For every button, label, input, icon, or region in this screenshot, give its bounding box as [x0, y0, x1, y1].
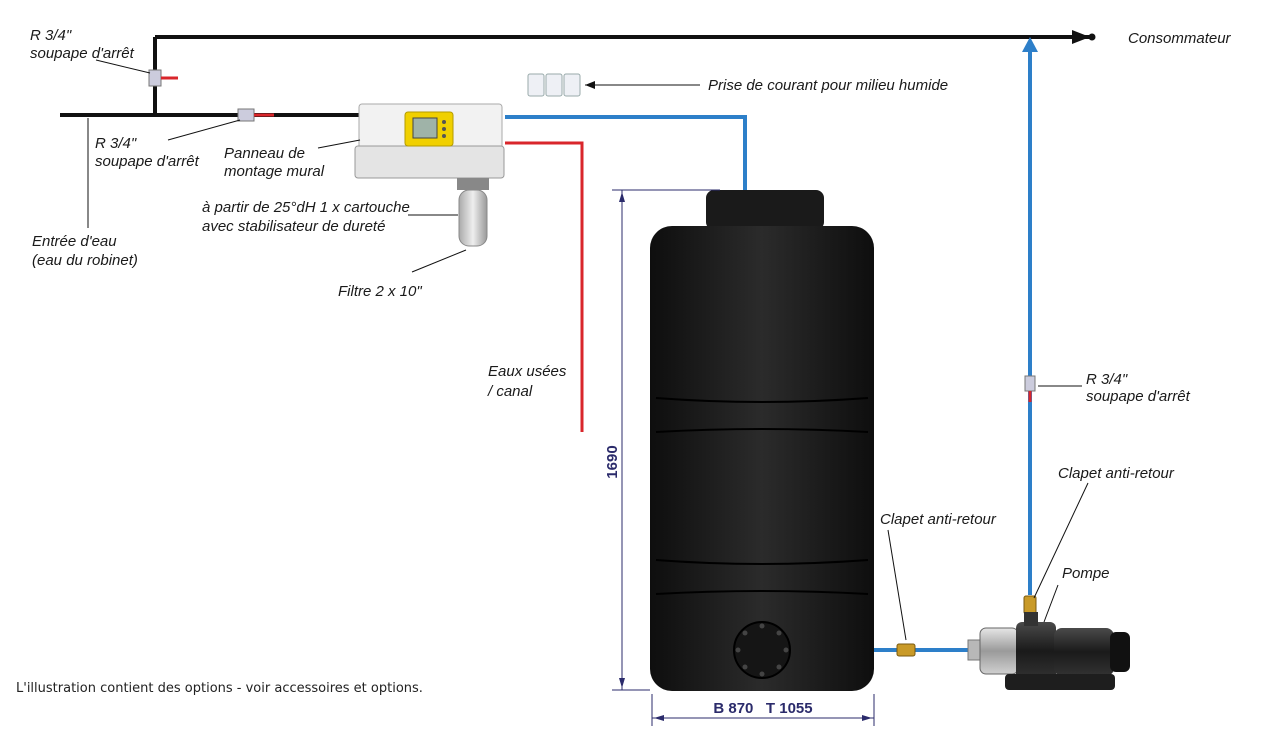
check-valve-pump-label: Clapet anti-retour: [1058, 465, 1175, 482]
control-unit: [354, 103, 505, 179]
valve-top-sublabel: soupape d'arrêt: [30, 45, 135, 62]
panel-sublabel: montage mural: [224, 163, 325, 180]
flow-arrow-icon: [1022, 37, 1038, 52]
check-valve-line-icon: [896, 643, 916, 657]
cartridge-sublabel: avec stabilisateur de dureté: [202, 218, 385, 235]
socket-label: Prise de courant pour milieu humide: [708, 77, 948, 94]
inlet-sublabel: (eau du robinet): [32, 252, 138, 269]
check-valve-line-label: Clapet anti-retour: [880, 511, 997, 528]
valve-top-label: R 3/4": [30, 27, 72, 44]
filter-cartridge: [457, 178, 489, 247]
height-dimension: 1690: [604, 445, 621, 478]
valve-left-label: R 3/4": [95, 135, 137, 152]
waste-sublabel: / canal: [487, 383, 533, 400]
leader-lines: [87, 59, 1089, 641]
pump: [967, 612, 1130, 690]
width-dimension: B 870 T 1055: [713, 700, 812, 717]
consumer-label: Consommateur: [1128, 30, 1232, 47]
waste-label: Eaux usées: [488, 363, 567, 380]
valve-left-icon: [237, 108, 274, 122]
filter-label: Filtre 2 x 10": [338, 283, 422, 300]
waste-line: [505, 141, 584, 432]
valve-right-icon: [1024, 375, 1036, 402]
footnote: L'illustration contient des options - vo…: [16, 681, 423, 696]
storage-tank: [650, 190, 874, 691]
dimension-lines: [612, 189, 875, 726]
panel-label: Panneau de: [224, 145, 305, 162]
valve-top-icon: [148, 69, 178, 87]
valve-right-label: R 3/4": [1086, 371, 1128, 388]
valve-left-sublabel: soupape d'arrêt: [95, 153, 200, 170]
supply-lines: [60, 30, 1096, 117]
pump-label: Pompe: [1062, 565, 1110, 582]
cartridge-label: à partir de 25°dH 1 x cartouche: [202, 199, 410, 216]
inlet-label: Entrée d'eau: [32, 233, 117, 250]
check-valve-pump-icon: [1023, 595, 1037, 615]
tank-flange-bolts: [735, 623, 789, 677]
socket-icon: [527, 73, 581, 97]
valve-right-sublabel: soupape d'arrêt: [1086, 388, 1191, 405]
